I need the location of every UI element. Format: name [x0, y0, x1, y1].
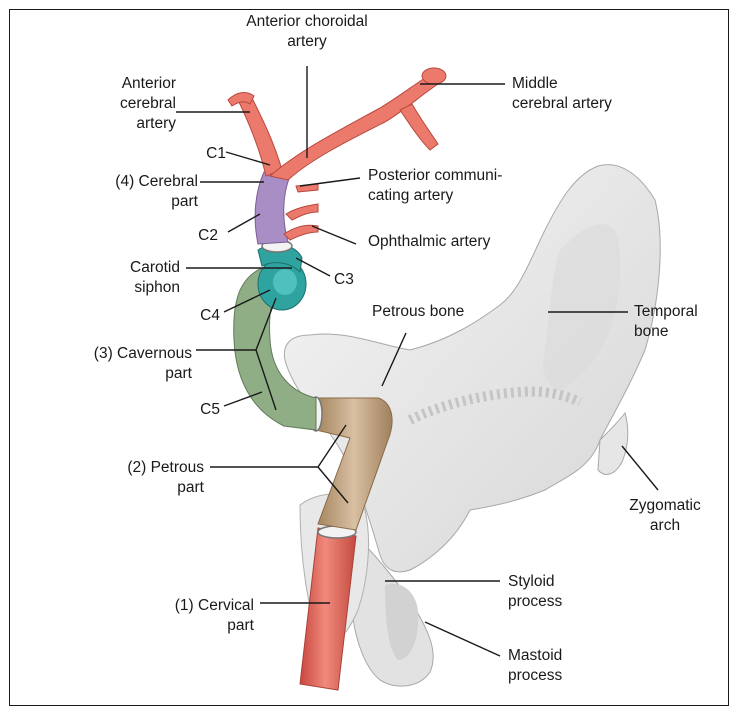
label-carotid-siphon: Carotid siphon — [100, 258, 180, 298]
label-c4: C4 — [180, 306, 220, 326]
label-middle-cerebral-artery: Middle cerebral artery — [512, 74, 652, 114]
label-cervical-part: (1) Cervical part — [146, 596, 254, 636]
label-anterior-choroidal-artery: Anterior choroidal artery — [224, 12, 390, 52]
label-c1: C1 — [186, 144, 226, 164]
label-c5: C5 — [180, 400, 220, 420]
label-petrous-part: (2) Petrous part — [96, 458, 204, 498]
label-c2: C2 — [178, 226, 218, 246]
label-anterior-cerebral-artery: Anterior cerebral artery — [86, 74, 176, 134]
label-petrous-bone: Petrous bone — [372, 302, 502, 322]
label-cerebral-part: (4) Cerebral part — [78, 172, 198, 212]
label-zygomatic-arch: Zygomatic arch — [622, 496, 708, 536]
label-mastoid-process: Mastoid process — [508, 646, 598, 686]
label-posterior-communicating-artery: Posterior communi- cating artery — [368, 166, 548, 206]
label-ophthalmic-artery: Ophthalmic artery — [368, 232, 538, 252]
label-temporal-bone: Temporal bone — [634, 302, 724, 342]
label-styloid-process: Styloid process — [508, 572, 598, 612]
label-cavernous-part: (3) Cavernous part — [68, 344, 192, 384]
siphon-segment — [258, 240, 306, 310]
label-c3: C3 — [334, 270, 374, 290]
